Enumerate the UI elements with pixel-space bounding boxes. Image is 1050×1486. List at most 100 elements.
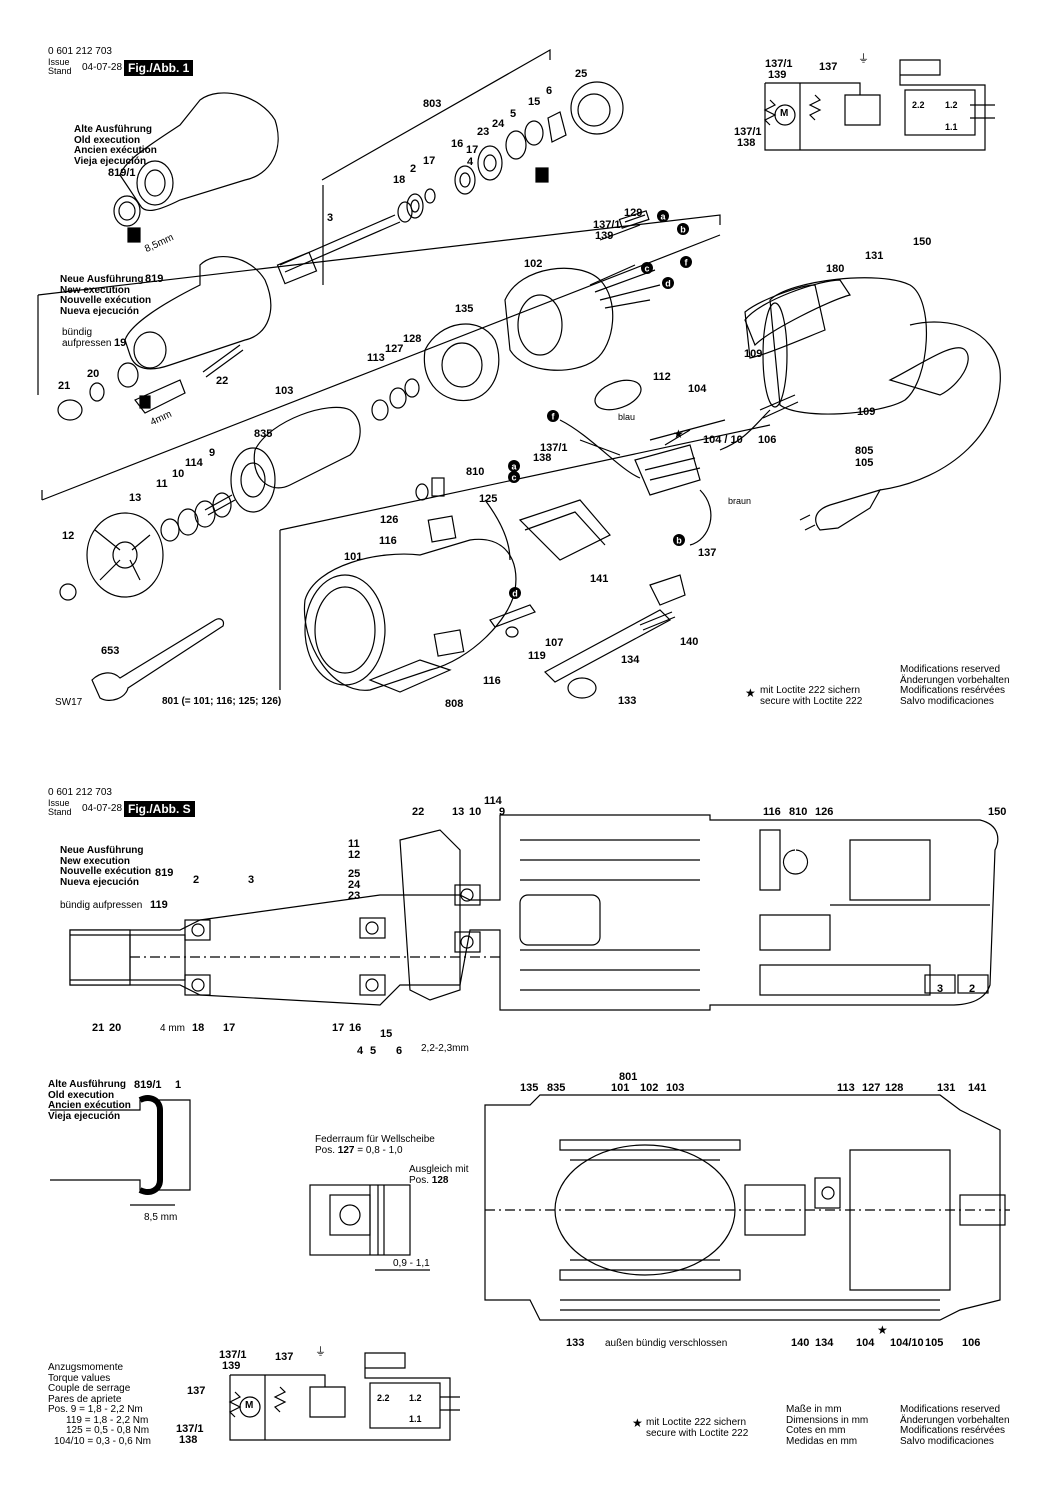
part-819-1-s: 819/1 bbox=[134, 1079, 162, 1091]
wire-connection-marker: c bbox=[508, 471, 520, 483]
svg-text:f: f bbox=[552, 412, 556, 422]
switch-contact-2-2-bottom: 2.2 bbox=[377, 1393, 390, 1403]
part-callout: 18 bbox=[393, 174, 406, 186]
svg-text:a: a bbox=[660, 212, 666, 222]
part-callout: 113 bbox=[367, 352, 385, 364]
part-callout: 116 bbox=[379, 535, 397, 547]
motor-section bbox=[484, 1094, 1001, 1321]
part-callout: 102 bbox=[640, 1082, 659, 1094]
part-callout: 150 bbox=[913, 236, 932, 248]
part-callout: 134 bbox=[621, 654, 640, 666]
part-callout: 103 bbox=[666, 1082, 685, 1094]
part-callout: 137/1 bbox=[593, 219, 621, 231]
part-callout: 180 bbox=[826, 263, 845, 275]
part-callout: 139 bbox=[595, 230, 614, 242]
wire-connection-marker: b bbox=[673, 534, 685, 546]
part-callout: 6 bbox=[546, 85, 553, 97]
schematic-callout: 138 bbox=[179, 1434, 198, 1446]
part-callout: 101 bbox=[611, 1082, 630, 1094]
part-callout: 135 bbox=[520, 1082, 539, 1094]
schematic-callout: 137 bbox=[819, 61, 838, 73]
part-callout: 106 bbox=[962, 1337, 981, 1349]
issue-label-top: Issue bbox=[48, 57, 70, 67]
part-callout: 21 bbox=[92, 1022, 105, 1034]
part-callout: 129 bbox=[624, 207, 643, 219]
part-callout: 10 bbox=[172, 468, 185, 480]
part-callout: 127 bbox=[385, 343, 404, 355]
endshield-13 bbox=[86, 512, 164, 598]
part-callout: 104 / 10 bbox=[703, 434, 743, 446]
wire-connection-marker: a bbox=[657, 210, 669, 222]
part-callout: 15 bbox=[528, 96, 541, 108]
part-callout: 4 bbox=[357, 1045, 364, 1057]
part-119-s: 119 bbox=[150, 899, 168, 911]
part-callout: 119 bbox=[528, 650, 546, 662]
part-callout: 9 bbox=[499, 806, 506, 818]
spindle-housing-old bbox=[119, 92, 279, 212]
part-callout: 140 bbox=[791, 1337, 810, 1349]
part-819-1-top: 819/1 bbox=[108, 167, 136, 179]
part-callout: 104 bbox=[688, 383, 707, 395]
part-callout: 24 bbox=[348, 879, 361, 891]
schematic-callout: 137/1 bbox=[176, 1423, 204, 1435]
part-callout: 135 bbox=[455, 303, 474, 315]
part-callout: 104 bbox=[856, 1337, 875, 1349]
part-callout: 17 bbox=[223, 1022, 236, 1034]
part-callout: 653 bbox=[101, 645, 120, 657]
part-callout: 133 bbox=[566, 1337, 585, 1349]
schematic-callout: 137/1 bbox=[734, 126, 762, 138]
motor-symbol-top: M bbox=[780, 108, 789, 119]
svg-text:c: c bbox=[511, 473, 516, 483]
switch-contact-1-1-bottom: 1.1 bbox=[409, 1414, 422, 1424]
part-callout: 16 bbox=[451, 138, 464, 150]
svg-text:d: d bbox=[665, 279, 671, 289]
part-callout: 808 bbox=[445, 698, 464, 710]
part-callout: 3 bbox=[937, 983, 944, 995]
dim-0-9-1-1: 0,9 - 1,1 bbox=[393, 1258, 430, 1269]
aufpressen-label: aufpressen bbox=[62, 338, 112, 349]
part-callout: 12 bbox=[62, 530, 75, 542]
wrench-653 bbox=[91, 618, 225, 701]
part-callout: 137 bbox=[698, 547, 717, 559]
loctite-stars: ★ ★ ★ ★ bbox=[632, 427, 888, 1430]
dim-2-2-2-3mm: 2,2-2,3mm bbox=[421, 1043, 469, 1054]
fig-label-top: Fig./Abb. 1 bbox=[124, 60, 194, 76]
housing-101 bbox=[303, 538, 517, 691]
part-callout: 15 bbox=[380, 1028, 393, 1040]
part-callout: 13 bbox=[129, 492, 142, 504]
part-callout: 22 bbox=[412, 806, 425, 818]
part-callout: 101 bbox=[344, 551, 363, 563]
part-callout: 114 bbox=[185, 457, 203, 469]
part-callout: 25 bbox=[348, 868, 361, 880]
schematic-callout: 137/1 bbox=[219, 1349, 247, 1361]
part-callout: 17 bbox=[466, 144, 479, 156]
part-callout: 116 bbox=[763, 806, 781, 818]
part-callout: 11 bbox=[348, 838, 360, 850]
buendig-label: bündig bbox=[62, 327, 93, 338]
date-top: 04-07-28 bbox=[82, 62, 123, 73]
part-callout: 3 bbox=[248, 874, 255, 886]
part-callout: 114 bbox=[484, 795, 502, 807]
part-callout: 6 bbox=[396, 1045, 403, 1057]
part-callout: 128 bbox=[885, 1082, 904, 1094]
part-callout: 5 bbox=[510, 108, 517, 120]
wire-connection-marker: d bbox=[662, 277, 674, 289]
part-callout: 18 bbox=[192, 1022, 205, 1034]
part-callout: 10 bbox=[469, 806, 482, 818]
part-callout: 131 bbox=[865, 250, 884, 262]
part-callout: 109 bbox=[744, 348, 763, 360]
part-callout: 150 bbox=[988, 806, 1007, 818]
aussen-buendig-label: außen bündig verschlossen bbox=[605, 1338, 728, 1349]
field-102 bbox=[504, 267, 614, 371]
part-callout: 137/1 bbox=[540, 442, 568, 454]
svg-text:b: b bbox=[680, 225, 686, 235]
svg-text:d: d bbox=[512, 589, 518, 599]
fig-label-bottom: Fig./Abb. S bbox=[124, 801, 195, 817]
schematic-top bbox=[764, 59, 986, 151]
stand-label-top: Stand bbox=[48, 66, 72, 76]
wire-connection-marker: f bbox=[680, 256, 692, 268]
